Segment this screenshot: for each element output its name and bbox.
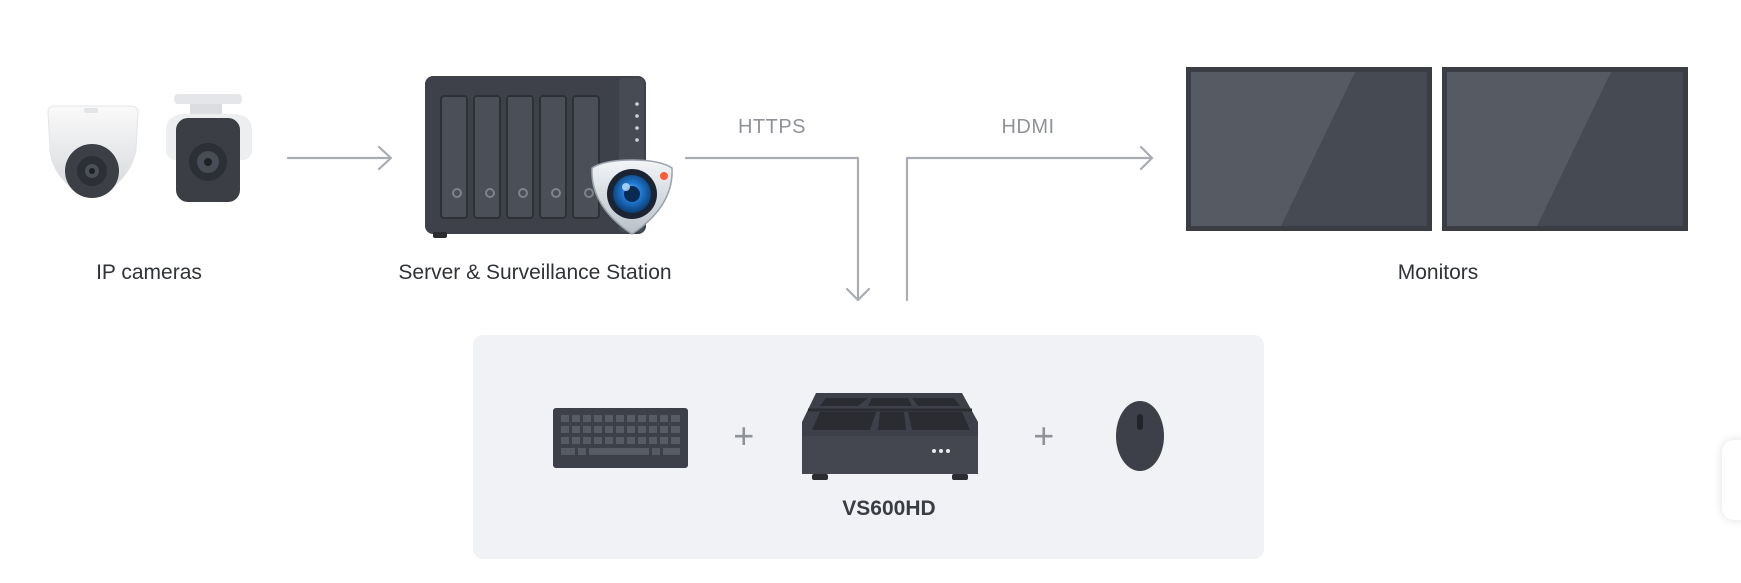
plus-sign-2: + — [1033, 415, 1055, 456]
nas-server-icon — [425, 76, 673, 238]
keyboard-icon — [553, 408, 688, 468]
status-lights — [635, 102, 639, 142]
ip-cameras-icon — [47, 94, 252, 202]
side-panel-tab[interactable] — [1722, 440, 1741, 520]
hdmi-connector — [905, 145, 1154, 302]
monitors-label: Monitors — [1398, 261, 1479, 284]
hdmi-label: HDMI — [1001, 116, 1054, 138]
plus-sign-1: + — [733, 415, 755, 456]
drive-bays — [440, 95, 600, 219]
arrow-cameras-to-server — [286, 145, 393, 171]
monitor-left — [1186, 67, 1432, 231]
vs600hd-label: VS600HD — [842, 497, 935, 520]
bullet-camera-icon — [166, 94, 252, 202]
monitor-right — [1442, 67, 1688, 231]
surveillance-station-icon — [591, 159, 673, 235]
server-label: Server & Surveillance Station — [398, 261, 671, 284]
https-connector — [684, 156, 871, 302]
vs600hd-device-icon — [802, 393, 978, 480]
dome-camera-icon — [47, 105, 139, 198]
ip-cameras-label: IP cameras — [96, 261, 202, 284]
monitors-icon — [1186, 67, 1688, 231]
https-label: HTTPS — [738, 116, 806, 138]
mouse-icon — [1116, 401, 1164, 471]
